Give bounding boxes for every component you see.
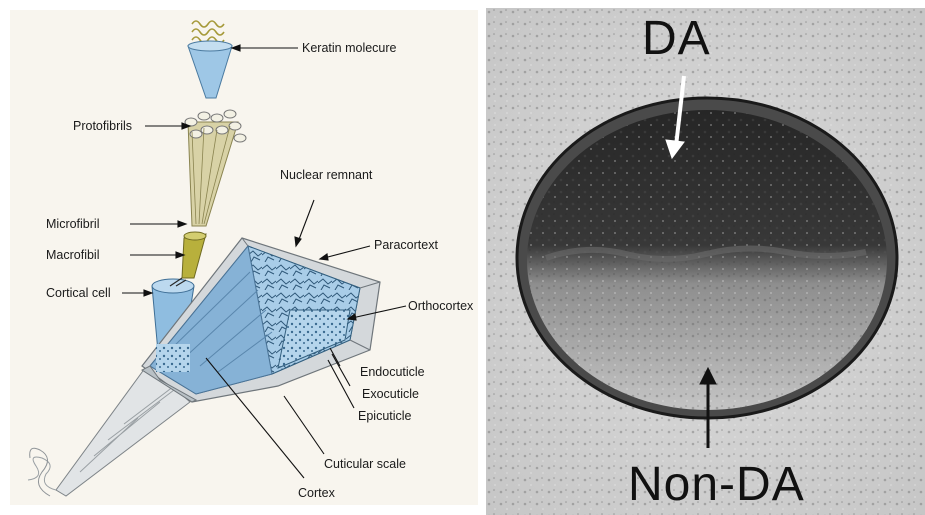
micrograph-image [486, 8, 925, 515]
fiber-cross-section [142, 238, 380, 402]
label-cortex: Cortex [298, 486, 335, 500]
label-endocuticle: Endocuticle [360, 365, 425, 379]
label-macrofibril: Macrofibil [46, 248, 100, 262]
label-microfibril: Microfibril [46, 217, 99, 231]
label-keratin-molecule: Keratin molecure [302, 41, 397, 55]
label-da: DA [642, 14, 711, 64]
label-protofibrils: Protofibrils [73, 119, 132, 133]
label-non-da: Non-DA [628, 460, 805, 510]
label-nuclear-remnant: Nuclear remnant [280, 168, 372, 182]
fiber-micrograph: DA Non-DA [486, 8, 925, 515]
label-epicuticle: Epicuticle [358, 409, 412, 423]
label-cuticular-scale: Cuticular scale [324, 457, 406, 471]
label-cortical-cell: Cortical cell [46, 286, 111, 300]
keratin-coil [188, 21, 232, 98]
label-orthocortex: Orthocortex [408, 299, 473, 313]
label-exocuticle: Exocuticle [362, 387, 419, 401]
macrofibril-shape [182, 234, 206, 278]
protofibrils-bundle [185, 110, 246, 226]
hair-tail [30, 448, 50, 496]
label-paracortex: Paracortext [374, 238, 438, 252]
hair-structure-diagram: Keratin molecure Protofibrils Nuclear re… [10, 10, 478, 505]
